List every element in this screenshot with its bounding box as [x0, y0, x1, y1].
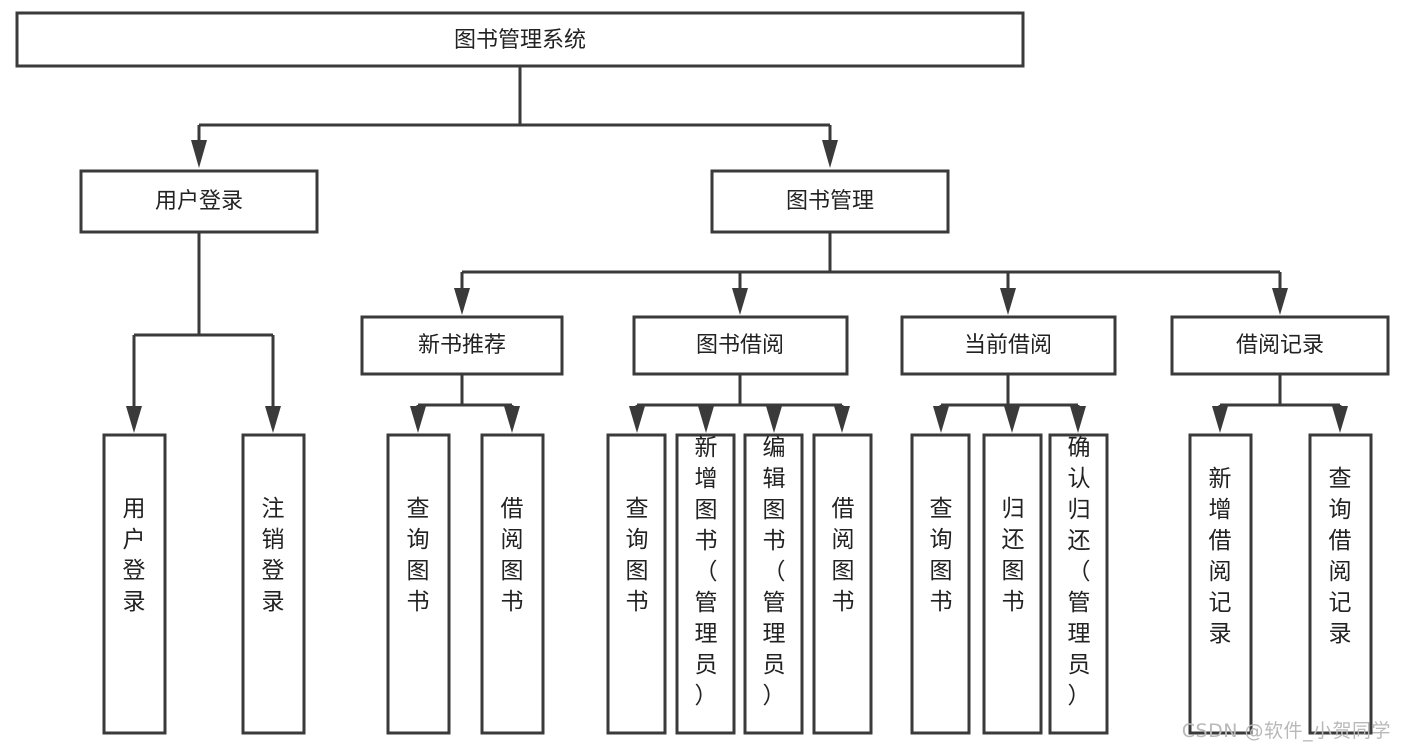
node-leaf-add-book-admin[interactable]: 新增图书（管理员）: [675, 433, 736, 735]
node-user-login[interactable]: 用户登录: [79, 169, 319, 234]
arrowhead-layer: [126, 140, 1348, 433]
node-root-label: 图书管理系统: [454, 28, 586, 53]
node-leaf-return-book[interactable]: 归还图书: [982, 433, 1043, 735]
node-leaf-search-book-borrow-label: 查询图书: [626, 496, 649, 615]
arrowhead-icon: [1070, 406, 1086, 433]
node-leaf-search-book-borrow[interactable]: 查询图书: [606, 433, 667, 735]
node-book-management-label: 图书管理: [786, 189, 874, 214]
arrowhead-icon: [410, 406, 426, 433]
arrowhead-icon: [126, 406, 142, 433]
node-leaf-search-borrow-record[interactable]: 查询借阅记录: [1308, 433, 1373, 735]
node-new-book-recommend[interactable]: 新书推荐: [360, 315, 564, 376]
arrowhead-icon: [1004, 406, 1020, 433]
csdn-watermark: CSDN @软件_小贺同学: [1181, 720, 1391, 742]
node-leaf-borrow-book-label: 借阅图书: [501, 496, 524, 615]
arrowhead-icon: [766, 406, 782, 433]
node-new-book-recommend-label: 新书推荐: [418, 333, 506, 358]
node-leaf-user-login[interactable]: 用户登录: [102, 433, 167, 735]
node-book-management[interactable]: 图书管理: [710, 169, 950, 234]
arrowhead-icon: [629, 406, 645, 433]
node-leaf-add-borrow-record[interactable]: 新增借阅记录: [1188, 433, 1253, 735]
node-borrow-record-label: 借阅记录: [1236, 333, 1324, 358]
arrowhead-icon: [698, 406, 714, 433]
arrowhead-icon: [822, 140, 838, 168]
node-leaf-confirm-return-admin[interactable]: 确认归还（管理员）: [1048, 433, 1109, 735]
node-root-book-management-system[interactable]: 图书管理系统: [15, 11, 1025, 68]
node-leaf-borrow-book[interactable]: 借阅图书: [812, 433, 873, 735]
node-leaf-logout-label: 注销登录: [262, 496, 285, 615]
node-leaf-search-book-current[interactable]: 查询图书: [910, 433, 971, 735]
arrowhead-icon: [732, 288, 748, 315]
arrowhead-icon: [191, 140, 207, 168]
arrowhead-icon: [1212, 406, 1228, 433]
arrowhead-icon: [1332, 406, 1348, 433]
node-leaf-borrow-book2-label: 借阅图书: [832, 496, 855, 615]
arrowhead-icon: [454, 288, 470, 315]
node-leaf-search-book-current-label: 查询图书: [930, 496, 953, 615]
node-current-borrow-label: 当前借阅: [964, 333, 1052, 358]
node-book-borrow-label: 图书借阅: [696, 333, 784, 358]
arrowhead-icon: [933, 406, 949, 433]
node-leaf-return-book-label: 归还图书: [1002, 496, 1025, 615]
arrowhead-icon: [1272, 288, 1288, 315]
node-leaf-logout[interactable]: 注销登录: [241, 433, 306, 735]
node-leaf-borrow-book-newbook[interactable]: 借阅图书: [480, 433, 545, 735]
node-leaf-edit-book-admin-label: 编辑图书（管理员）: [763, 435, 786, 709]
node-leaf-edit-book-admin[interactable]: 编辑图书（管理员）: [743, 433, 804, 735]
arrowhead-icon: [1000, 288, 1016, 315]
node-leaf-add-borrow-record-label: 新增借阅记录: [1209, 466, 1232, 647]
node-book-borrow[interactable]: 图书借阅: [632, 315, 849, 376]
node-current-borrow[interactable]: 当前借阅: [900, 315, 1117, 376]
node-leaf-user-login-label: 用户登录: [123, 496, 146, 615]
node-leaf-search-book-label: 查询图书: [407, 496, 430, 615]
node-leaf-search-book-newbook[interactable]: 查询图书: [386, 433, 451, 735]
node-leaf-add-book-admin-label: 新增图书（管理员）: [695, 435, 718, 709]
node-borrow-record[interactable]: 借阅记录: [1170, 315, 1390, 376]
node-leaf-confirm-return-admin-label: 确认归还（管理员）: [1068, 435, 1091, 709]
node-user-login-label: 用户登录: [155, 189, 243, 214]
arrowhead-icon: [265, 406, 281, 433]
arrowhead-icon: [834, 406, 850, 433]
arrowhead-icon: [504, 406, 520, 433]
node-leaf-search-borrow-record-label: 查询借阅记录: [1329, 466, 1352, 647]
